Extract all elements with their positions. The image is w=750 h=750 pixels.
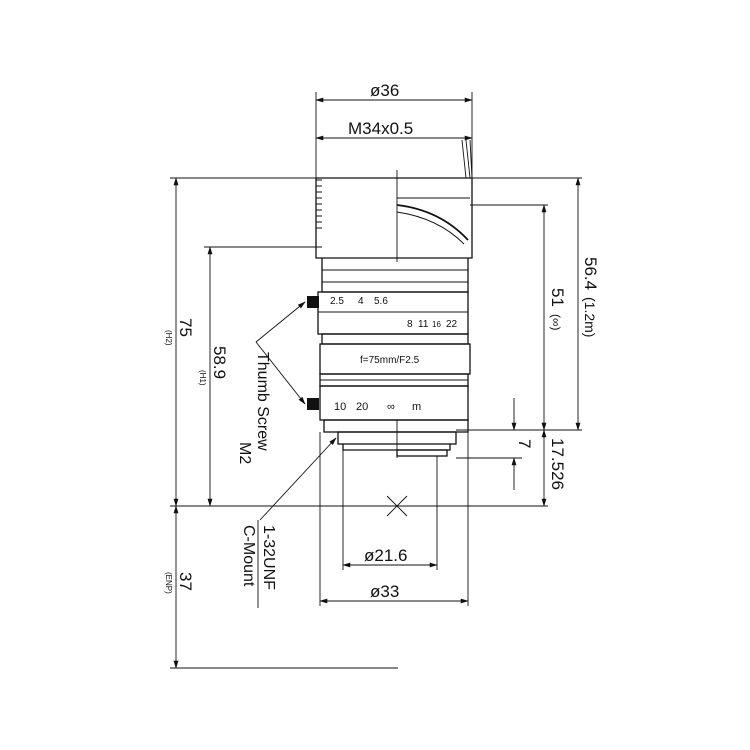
focus-value: ∞ [387, 401, 395, 413]
length-589-label: 58.9 [210, 346, 229, 379]
reference-plane [170, 495, 548, 517]
aperture-left-value: 2.5 [330, 296, 344, 307]
model-label: f=75mm/F2.5 [360, 355, 420, 366]
focus-value: m [412, 401, 421, 413]
lens-body [307, 139, 473, 458]
focus-value: 20 [356, 401, 368, 413]
right-dimensions [397, 177, 582, 507]
flange-back-label: 17.526 [548, 438, 567, 490]
thumb-screw-label: Thumb Screw [254, 352, 271, 451]
left-dimensions [170, 177, 398, 669]
focus-value: 10 [334, 401, 346, 413]
mount-type-label: C-Mount [240, 525, 257, 587]
length-inf-label: 51 [548, 288, 567, 307]
thumb-screw-size: M2 [236, 442, 253, 464]
aperture-right-value: 16 [432, 320, 441, 329]
body-diameter-label: ø33 [370, 582, 399, 601]
aperture-left-value: 4 [358, 296, 364, 307]
length-far-note: (1.2m) [582, 297, 598, 337]
aperture-right-value: 11 [418, 319, 429, 330]
aperture-right-value: 22 [446, 319, 458, 330]
c-mount-callout [257, 437, 337, 608]
mount-thread-label: 1-32UNF [260, 525, 277, 590]
thumb-screw-lower [307, 398, 319, 410]
thumb-screw-callout [255, 301, 306, 405]
aperture-right-value: 8 [407, 319, 413, 330]
bottom-dimensions [319, 432, 469, 606]
outer-diameter-label: ø36 [370, 81, 399, 100]
filter-thread-label: M34x0.5 [348, 119, 413, 138]
length-37-note: (ENP) [164, 572, 173, 594]
rear-diameter-label: ø21.6 [364, 546, 407, 565]
length-inf-note: (∞) [549, 314, 563, 331]
length-75-label: 75 [176, 318, 195, 337]
thumb-screw-upper [307, 296, 319, 308]
aperture-left-value: 5.6 [374, 296, 388, 307]
top-dimensions [315, 92, 473, 178]
length-far-label: 56.4 [581, 257, 600, 290]
length-37-label: 37 [176, 572, 195, 591]
mount-depth-label: 7 [515, 439, 534, 448]
length-589-note: (H1) [198, 370, 207, 386]
length-75-note: (H2) [164, 330, 173, 346]
